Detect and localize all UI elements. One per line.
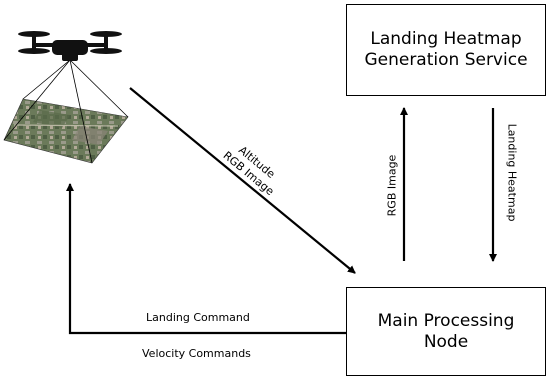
heatmap-service-title-line1: Landing Heatmap [370,29,522,50]
edge-label-heatmap-to-main: Landing Heatmap [505,123,519,222]
main-node-title-line1: Main Processing [377,310,515,331]
edge-label-velocity-commands: Velocity Commands [142,347,251,360]
edge-label-landing-command: Landing Command [146,311,250,324]
aerial-ground-image [3,98,129,164]
quadcopter-drone-icon [18,31,122,61]
landing-heatmap-service-node: Landing Heatmap Generation Service [346,4,546,96]
main-processing-node: Main Processing Node [346,287,546,376]
arrow-main-to-drone [66,183,346,335]
camera-frustum [3,59,129,164]
arrow-drone-to-main [129,87,356,274]
main-node-title-line2: Node [423,331,469,352]
heatmap-service-title-line2: Generation Service [364,50,528,70]
edge-label-main-to-heatmap: RGB Image [385,154,399,217]
